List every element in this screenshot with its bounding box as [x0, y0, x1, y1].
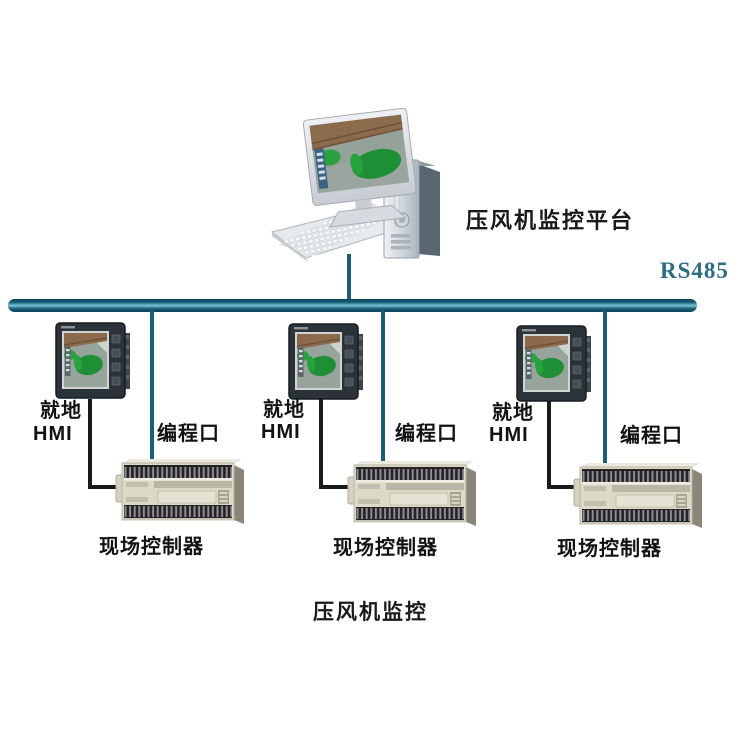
controller-label-1: 现场控制器: [99, 536, 204, 558]
bus-drop-line-2: [381, 311, 385, 461]
bus-drop-line-1: [150, 311, 154, 460]
programming-port-label-3: 编程口: [620, 425, 683, 447]
local-label-3: 就地: [492, 402, 534, 424]
hmi-label-1: HMI: [33, 423, 73, 445]
desktop-computer-image: [264, 104, 454, 262]
bus-drop-line-3: [603, 311, 607, 464]
hmi-label-3: HMI: [489, 424, 529, 446]
hmi-to-plc-line-2: [319, 398, 354, 489]
controller-label-3: 现场控制器: [557, 538, 662, 560]
programming-port-label-1: 编程口: [157, 423, 220, 445]
rs485-label: RS485: [660, 258, 729, 283]
controller-label-2: 现场控制器: [333, 537, 438, 559]
hmi-panel-image-2: [287, 322, 365, 402]
hmi-label-2: HMI: [261, 421, 301, 443]
plc-image-3: [572, 457, 708, 535]
computer-to-bus-line: [347, 254, 351, 300]
hmi-to-plc-line-1: [88, 399, 124, 489]
rs485-bus-line: [8, 299, 697, 312]
hmi-panel-image-3: [515, 324, 593, 404]
plc-image-1: [114, 453, 250, 531]
hmi-panel-image-1: [54, 321, 132, 401]
diagram-caption: 压风机监控: [313, 600, 428, 624]
hmi-to-plc-line-3: [547, 401, 582, 489]
local-label-2: 就地: [263, 399, 305, 421]
platform-label: 压风机监控平台: [466, 208, 635, 233]
programming-port-label-2: 编程口: [395, 423, 458, 445]
plc-image-2: [346, 455, 482, 533]
local-label-1: 就地: [40, 400, 82, 422]
